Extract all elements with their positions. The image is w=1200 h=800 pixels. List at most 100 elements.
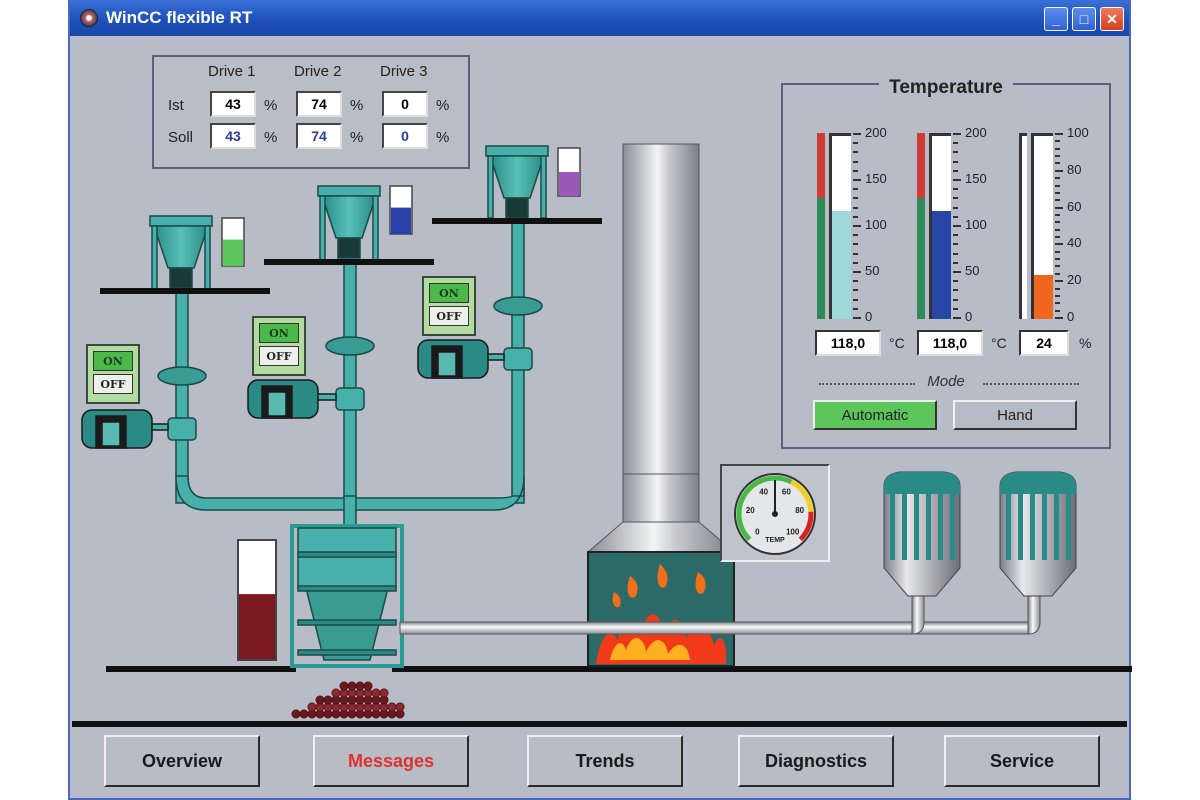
scale-tick — [1055, 221, 1060, 224]
scale-tick — [853, 151, 858, 154]
drive-2-setpoint[interactable]: 74 — [296, 123, 342, 149]
scale-tick — [1055, 309, 1060, 312]
scale-tick — [1055, 147, 1060, 150]
scale-label: 100 — [965, 217, 987, 232]
dial-tick-label: 0 — [755, 528, 760, 537]
nav-service-button[interactable]: Service — [944, 735, 1100, 787]
scale-tick — [853, 160, 858, 163]
actual-row-label: Ist — [168, 97, 184, 114]
nav-diagnostics-button[interactable]: Diagnostics — [738, 735, 894, 787]
pellet — [291, 709, 301, 719]
scale-label: 50 — [865, 263, 880, 278]
title-bar[interactable]: WinCC flexible RT _ □ ✕ — [70, 0, 1129, 36]
scale-tick — [953, 169, 958, 172]
drive-1-setpoint[interactable]: 43 — [210, 123, 256, 149]
scale-tick — [853, 243, 858, 246]
hopper-3-level-fill — [559, 172, 579, 196]
scale-tick — [1055, 184, 1060, 187]
scale-tick — [1055, 317, 1063, 319]
hopper-1-off-button[interactable]: OFF — [93, 374, 133, 394]
pipe-2 — [343, 260, 357, 504]
drive-1-actual: 43 — [210, 91, 256, 117]
drive-3-actual-unit: % — [436, 97, 450, 114]
scale-tick — [1055, 258, 1060, 261]
dial-hub — [772, 511, 778, 517]
pellet-pile — [291, 681, 405, 719]
pipe-manifold — [175, 475, 525, 511]
automatic-mode-button[interactable]: Automatic — [813, 400, 937, 430]
nav-trends-button[interactable]: Trends — [527, 735, 683, 787]
temp-1-limit-high — [817, 133, 825, 199]
platform-3 — [432, 218, 602, 224]
drive-2-actual: 74 — [296, 91, 342, 117]
junction-1 — [167, 417, 197, 441]
pellet — [299, 709, 309, 719]
scale-tick — [953, 151, 958, 154]
scale-tick — [853, 317, 861, 319]
hopper-1-on-button[interactable]: ON — [93, 351, 133, 371]
scale-tick — [1055, 140, 1060, 143]
scale-tick — [1055, 250, 1060, 253]
furnace — [587, 551, 735, 667]
close-button[interactable]: ✕ — [1100, 7, 1124, 31]
hopper-1-motor-switch: ON OFF — [86, 344, 140, 404]
scale-tick — [1055, 280, 1063, 283]
scale-label: 200 — [965, 125, 987, 140]
scale-tick — [953, 188, 958, 191]
junction-2 — [335, 387, 365, 411]
maximize-button[interactable]: □ — [1072, 7, 1096, 31]
mode-label: Mode — [927, 373, 965, 390]
temperature-title: Temperature — [783, 77, 1109, 99]
hand-mode-button[interactable]: Hand — [953, 400, 1077, 430]
hopper-3-off-button[interactable]: OFF — [429, 306, 469, 326]
scale-label: 50 — [965, 263, 980, 278]
drive-3-setpoint[interactable]: 0 — [382, 123, 428, 149]
pipe-drop — [343, 495, 357, 529]
scale-label: 40 — [1067, 235, 1082, 251]
dial-caption: TEMP — [765, 537, 785, 544]
hopper-2-level-fill — [391, 207, 411, 234]
minimize-button[interactable]: _ — [1044, 7, 1068, 31]
temp-2-fill — [932, 211, 951, 319]
hopper-level-indicators — [221, 147, 581, 267]
scale-label: 20 — [1067, 272, 1082, 288]
scale-tick — [853, 197, 858, 200]
level-3-unit: % — [1079, 335, 1092, 351]
dial-red-zone — [798, 511, 814, 542]
scale-tick — [953, 252, 958, 255]
floor-right — [392, 666, 1132, 672]
hopper-2-off-button[interactable]: OFF — [259, 346, 299, 366]
scale-tick — [853, 307, 858, 310]
hopper-3-on-button[interactable]: ON — [429, 283, 469, 303]
mode-divider-right — [983, 383, 1079, 385]
scale-label: 100 — [1067, 125, 1089, 140]
mixer-level-fill — [239, 594, 275, 659]
dial-tick-label: 60 — [782, 488, 791, 497]
scale-label: 60 — [1067, 198, 1082, 214]
scale-tick — [1055, 162, 1060, 165]
scale-tick — [953, 307, 958, 310]
dial-tick-label: 80 — [795, 506, 804, 515]
nav-overview-button[interactable]: Overview — [104, 735, 260, 787]
scale-tick — [1055, 272, 1060, 275]
silo-2 — [999, 471, 1077, 597]
platform-1 — [100, 288, 270, 294]
hopper-3 — [485, 145, 549, 219]
nav-messages-button[interactable]: Messages — [313, 735, 469, 787]
hopper-2-on-button[interactable]: ON — [259, 323, 299, 343]
silo-1 — [883, 471, 961, 597]
scale-tick — [853, 169, 858, 172]
scale-tick — [853, 142, 858, 145]
scale-tick — [1055, 287, 1060, 290]
scale-label: 0 — [865, 309, 873, 324]
nav-divider — [72, 721, 1127, 727]
